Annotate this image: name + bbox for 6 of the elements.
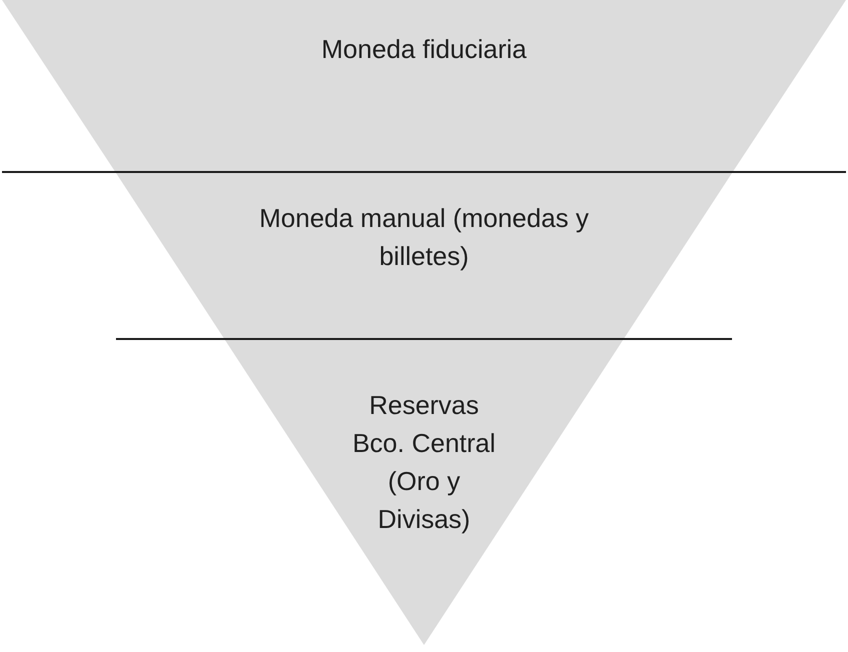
- pyramid-band: [225, 340, 623, 645]
- band-label: Moneda fiduciaria: [320, 33, 528, 66]
- band-label: Moneda manual (monedas y billetes): [258, 202, 590, 273]
- pyramid-band: [2, 0, 846, 173]
- pyramid-band: [116, 173, 732, 340]
- band-label: Reservas Bco. Central (Oro y Divisas): [351, 389, 497, 536]
